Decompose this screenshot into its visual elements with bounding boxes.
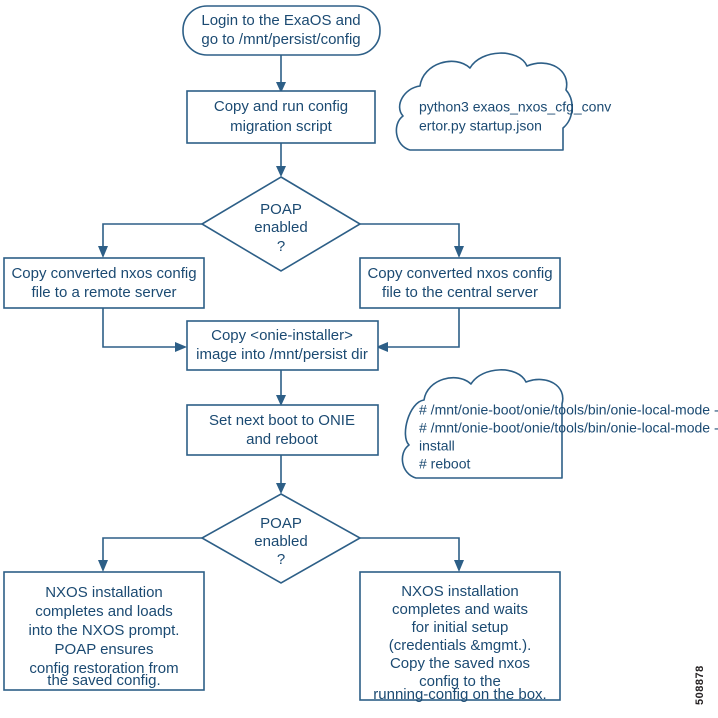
copy-to-remote-server-line-2: file to a remote server: [31, 284, 176, 301]
connector-decision1-right: [360, 223, 460, 249]
result-poap-enabled-line-6: the saved config.: [47, 672, 160, 689]
decision-poap-1-line-1: POAP: [260, 201, 302, 218]
node-decision-poap-2[interactable]: POAP enabled ?: [200, 493, 362, 584]
callout-script-command: python3 exaos_nxos_cfg_conv ertor.py sta…: [395, 52, 611, 151]
result-poap-disabled-shape: [359, 571, 561, 701]
result-poap-disabled-line-1: NXOS installation: [401, 583, 519, 600]
result-poap-enabled-shape: [3, 571, 205, 691]
set-next-boot-shape: [186, 404, 379, 456]
onie-commands-line-1: # /mnt/onie-boot/onie/tools/bin/onie-loc…: [419, 402, 718, 418]
result-poap-disabled-line-2: completes and waits: [392, 601, 528, 618]
arrowhead-decision1-right: [454, 246, 464, 258]
node-result-poap-disabled[interactable]: NXOS installation completes and waits fo…: [359, 571, 561, 703]
decision-poap-2-shape: [200, 493, 362, 584]
arrowhead-migrate-to-decision1: [276, 166, 286, 177]
set-next-boot-line-1: Set next boot to ONIE: [209, 412, 355, 429]
arrowhead-decision2-right: [454, 560, 464, 572]
node-migration-script[interactable]: Copy and run config migration script: [186, 90, 376, 144]
copy-onie-image-shape: [186, 320, 379, 371]
result-poap-enabled-line-3: into the NXOS prompt.: [29, 622, 180, 639]
result-poap-enabled-line-5: config restoration from: [29, 660, 178, 677]
connector-central-to-copyonie: [385, 308, 460, 348]
copy-to-central-server-shape: [359, 257, 561, 309]
migration-script-label-line-1: Copy and run config: [214, 98, 348, 115]
node-copy-to-remote-server[interactable]: Copy converted nxos config file to a rem…: [3, 257, 205, 309]
onie-commands-line-2: # /mnt/onie-boot/onie/tools/bin/onie-loc…: [419, 420, 718, 436]
result-poap-enabled-line-2: completes and loads: [35, 603, 173, 620]
result-poap-disabled-line-5: Copy the saved nxos: [390, 655, 530, 672]
result-poap-disabled-line-3: for initial setup: [412, 619, 509, 636]
arrowhead-decision2-left: [98, 560, 108, 572]
migration-script-label-line-2: migration script: [230, 118, 333, 135]
migration-script-shape: [186, 90, 376, 144]
arrowhead-central-to-copyonie: [376, 342, 388, 352]
connectors: [98, 55, 464, 572]
script-command-line-2: ertor.py startup.json: [419, 118, 542, 134]
script-command-line-1: python3 exaos_nxos_cfg_conv: [419, 99, 611, 115]
onie-commands-line-4: # reboot: [419, 456, 470, 472]
connector-decision2-right: [360, 537, 460, 563]
node-start[interactable]: Login to the ExaOS and go to /mnt/persis…: [182, 5, 381, 56]
node-set-next-boot[interactable]: Set next boot to ONIE and reboot: [186, 404, 379, 456]
arrowhead-copyonie-to-setboot: [276, 395, 286, 406]
arrowhead-setboot-to-decision2: [276, 483, 286, 494]
start-label-line-2: go to /mnt/persist/config: [201, 31, 360, 48]
callout-onie-commands: # /mnt/onie-boot/onie/tools/bin/onie-loc…: [401, 369, 718, 479]
arrowhead-start-to-migrate: [276, 82, 286, 93]
figure-id-label: 508878: [694, 665, 706, 705]
decision-poap-2-line-2: enabled: [254, 533, 307, 550]
node-result-poap-enabled[interactable]: NXOS installation completes and loads in…: [3, 571, 205, 691]
result-poap-disabled-line-7: running-config on the box.: [373, 686, 546, 703]
arrowhead-remote-to-copyonie: [175, 342, 187, 352]
node-copy-to-central-server[interactable]: Copy converted nxos config file to the c…: [359, 257, 561, 309]
result-poap-disabled-line-4: (credentials &mgmt.).: [389, 637, 532, 654]
start-shape: [182, 5, 381, 56]
copy-to-central-server-line-1: Copy converted nxos config: [367, 265, 552, 282]
connector-remote-to-copyonie: [102, 308, 178, 348]
copy-onie-image-line-2: image into /mnt/persist dir: [196, 346, 368, 363]
copy-to-remote-server-line-1: Copy converted nxos config: [11, 265, 196, 282]
onie-commands-line-3: install: [419, 438, 455, 454]
connector-decision1-left: [102, 223, 202, 249]
set-next-boot-line-2: and reboot: [246, 431, 319, 448]
decision-poap-1-shape: [200, 176, 362, 272]
result-poap-enabled-line-1: NXOS installation: [45, 584, 163, 601]
arrowhead-decision1-left: [98, 246, 108, 258]
connector-decision2-left: [102, 537, 202, 563]
node-decision-poap-1[interactable]: POAP enabled ?: [200, 176, 362, 272]
node-copy-onie-image[interactable]: Copy <onie-installer> image into /mnt/pe…: [186, 320, 379, 371]
result-poap-enabled-line-4: POAP ensures: [55, 641, 154, 658]
cloud-shape-onie-commands: [401, 369, 564, 479]
decision-poap-2-line-1: POAP: [260, 515, 302, 532]
start-label-line-1: Login to the ExaOS and: [201, 12, 360, 29]
copy-onie-image-line-1: Copy <onie-installer>: [211, 327, 353, 344]
cloud-shape-script-command: [395, 52, 573, 151]
copy-to-remote-server-shape: [3, 257, 205, 309]
decision-poap-2-line-3: ?: [277, 551, 285, 568]
decision-poap-1-line-2: enabled: [254, 219, 307, 236]
decision-poap-1-line-3: ?: [277, 238, 285, 255]
result-poap-disabled-line-6: config to the: [419, 673, 501, 690]
copy-to-central-server-line-2: file to the central server: [382, 284, 538, 301]
